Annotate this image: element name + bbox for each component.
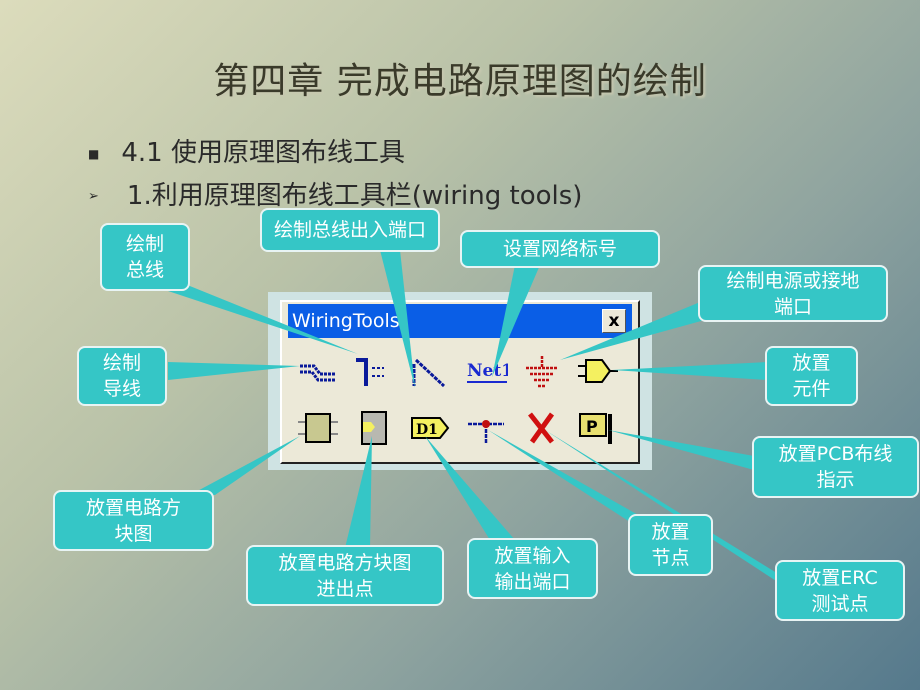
callout-text: 放置输入 [494, 544, 571, 567]
wiring-toolbar-window: WiringTools x Net1 D1 P [268, 292, 652, 470]
callout-text: 测试点 [811, 592, 869, 615]
callout-erc: 放置ERC 测试点 [775, 560, 905, 621]
callout-sheet: 放置电路方块图 [53, 490, 214, 551]
bullet-1: ■ 4.1 使用原理图布线工具 [88, 132, 405, 169]
callout-text: 放置电路方 [85, 496, 181, 519]
part-icon[interactable] [576, 352, 620, 388]
pcb-layout-icon[interactable]: P [576, 410, 620, 446]
bullet-text: 1.利用原理图布线工具栏(wiring tools) [126, 181, 583, 211]
bullet-2: ➢ 1.利用原理图布线工具栏(wiring tools) [88, 175, 582, 212]
sheet-symbol-icon[interactable] [296, 410, 340, 446]
callout-text: 放置ERC [802, 566, 878, 589]
callout-bus-entry: 绘制总线出入端口 [260, 208, 440, 252]
callout-power: 绘制电源或接地端口 [698, 265, 888, 322]
callout-pcb: 放置PCB布线指示 [752, 436, 919, 498]
callout-text: 端口 [773, 295, 812, 318]
callout-text: 输出端口 [494, 570, 571, 593]
pcb-label-text: P [586, 417, 598, 436]
net-label-text: Net1 [467, 361, 508, 381]
toolbar-titlebar[interactable]: WiringTools x [288, 304, 632, 338]
erc-test-point-icon[interactable] [520, 410, 564, 446]
slide-title: 第四章 完成电路原理图的绘制 [213, 61, 707, 102]
callout-text: 导线 [102, 378, 141, 400]
sheet-entry-icon[interactable] [352, 410, 396, 446]
port-icon[interactable]: D1 [408, 410, 452, 446]
callout-text: 元件 [792, 378, 831, 400]
callout-text: 设置网络标号 [502, 238, 617, 260]
callout-bus: 绘制总线 [100, 223, 190, 291]
callout-junction: 放置节点 [628, 514, 713, 576]
bullet-text: 4.1 使用原理图布线工具 [121, 138, 405, 168]
callout-text: 绘制 [102, 352, 141, 374]
callout-text: 绘制 [125, 233, 164, 255]
bus-icon[interactable] [352, 352, 396, 388]
callout-part: 放置元件 [765, 346, 858, 406]
callout-text: 放置 [792, 352, 831, 374]
callout-net-label: 设置网络标号 [460, 230, 660, 268]
callout-text: 进出点 [316, 577, 374, 600]
callout-text: 指示 [816, 469, 855, 491]
bullet-marker: ■ [88, 146, 100, 161]
toolbar-title: WiringTools [292, 310, 400, 332]
close-button[interactable]: x [602, 309, 626, 333]
callout-text: 绘制电源或接地 [726, 269, 860, 292]
power-ground-icon[interactable] [520, 352, 564, 388]
callout-text: 放置 [651, 521, 690, 543]
callout-text: 节点 [651, 547, 690, 569]
callout-port: 放置输入输出端口 [467, 538, 598, 599]
callout-text: 放置电路方块图 [278, 551, 412, 574]
callout-sheet-entry: 放置电路方块图进出点 [246, 545, 444, 606]
wire-icon[interactable] [296, 352, 340, 388]
callout-text: 放置PCB布线 [778, 443, 893, 465]
junction-icon[interactable] [464, 410, 508, 446]
net-label-icon[interactable]: Net1 [464, 352, 508, 388]
callout-text: 绘制总线出入端口 [273, 219, 426, 241]
callout-text: 总线 [125, 259, 164, 281]
bullet-marker: ➢ [88, 189, 99, 204]
port-label-text: D1 [416, 422, 438, 438]
callout-text: 块图 [114, 522, 153, 545]
callout-wire: 绘制导线 [77, 346, 167, 406]
